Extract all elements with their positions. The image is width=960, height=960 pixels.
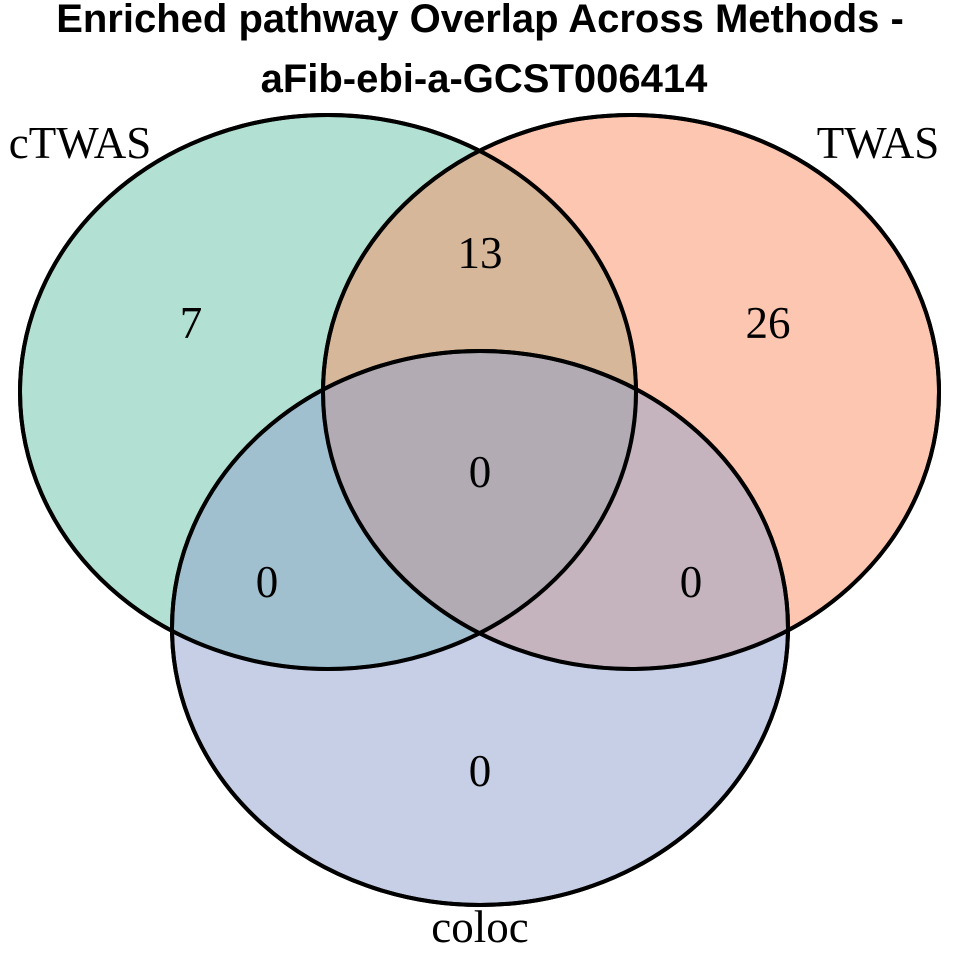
ctwas-set-label: cTWAS bbox=[9, 118, 151, 168]
coloc-set-ellipse bbox=[170, 349, 790, 907]
set-outlines bbox=[18, 113, 941, 907]
region-count-all-three: 0 bbox=[469, 447, 492, 497]
figure-title-line-1: Enriched pathway Overlap Across Methods … bbox=[56, 0, 904, 41]
region-count-twas-coloc: 0 bbox=[680, 557, 703, 607]
coloc-outline bbox=[170, 349, 790, 907]
twas-outline bbox=[321, 113, 941, 671]
set-ellipses bbox=[18, 113, 941, 907]
twas-set-label: TWAS bbox=[817, 118, 940, 168]
figure-title-line-2: aFib-ebi-a-GCST006414 bbox=[261, 57, 709, 101]
region-count-ctwas-twas: 13 bbox=[458, 228, 503, 278]
region-count-ctwas-coloc: 0 bbox=[256, 557, 279, 607]
region-count-coloc-only: 0 bbox=[469, 746, 492, 796]
region-count-twas-only: 26 bbox=[746, 298, 791, 348]
ctwas-outline bbox=[18, 113, 638, 671]
coloc-set-label: coloc bbox=[431, 902, 528, 952]
region-count-ctwas-only: 7 bbox=[180, 298, 203, 348]
